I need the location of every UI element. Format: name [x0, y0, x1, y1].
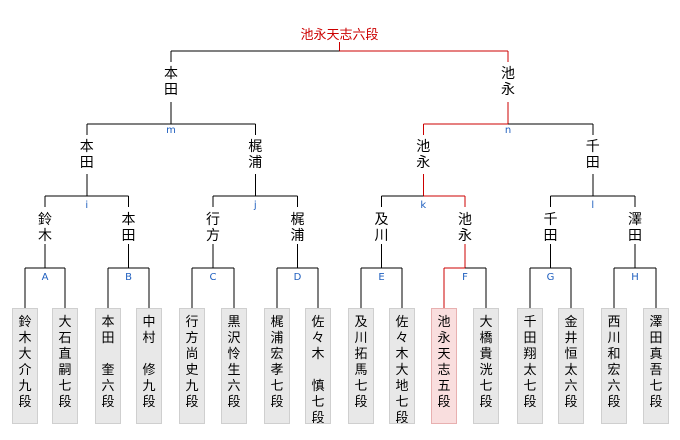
player-box: 池 永 天 志 五 段: [431, 308, 457, 424]
match-label-E: E: [378, 272, 385, 283]
champion-name: 池永天志六段: [300, 28, 379, 43]
player-box: 梶 浦 宏 孝 七 段: [264, 308, 290, 424]
semi-player-right: 梶 浦: [248, 139, 263, 171]
quarter-player-left: 及 川: [374, 212, 389, 244]
quarter-player-left: 鈴 木: [38, 212, 52, 244]
match-label-B: B: [125, 272, 132, 283]
match-label-D: D: [293, 272, 302, 283]
quarter-player-right: 本 田: [121, 212, 136, 244]
match-label-F: F: [462, 272, 468, 283]
match-label-C: C: [209, 272, 217, 283]
player-box: 及 川 拓 馬 七 段: [348, 308, 374, 424]
player-box: 西 川 和 宏 六 段: [601, 308, 627, 424]
match-label-A: A: [41, 272, 49, 283]
player-box: 佐 々 木 慎 七 段: [305, 308, 331, 426]
match-label-G: G: [546, 272, 555, 283]
semi-player-right: 千 田: [585, 139, 600, 171]
player-box: 本 田 奎 六 段: [95, 308, 121, 424]
match-label-H: H: [631, 272, 639, 283]
semi-player-left: 池 永: [416, 139, 431, 171]
match-label-k: k: [420, 200, 427, 211]
quarter-player-right: 澤 田: [628, 212, 642, 244]
player-box: 鈴 木 大 介 九 段: [12, 308, 38, 424]
final-player-left: 本 田: [164, 66, 178, 98]
final-player-right: 池 永: [501, 66, 515, 98]
player-box: 行 方 尚 史 九 段: [179, 308, 205, 424]
player-box: 澤 田 真 吾 七 段: [643, 308, 669, 424]
quarter-player-right: 梶 浦: [290, 212, 305, 244]
match-label-i: i: [85, 200, 89, 211]
player-box: 千 田 翔 太 七 段: [517, 308, 543, 424]
match-label-n: n: [504, 125, 512, 136]
player-box: 大 石 直 嗣 七 段: [52, 308, 78, 424]
player-box: 佐 々 木 大 地 七 段: [389, 308, 415, 426]
quarter-player-right: 池 永: [458, 212, 472, 244]
match-label-l: l: [591, 200, 595, 211]
quarter-player-left: 千 田: [543, 212, 558, 244]
player-box: 大 橋 貴 洸 七 段: [473, 308, 499, 424]
match-label-j: j: [253, 200, 257, 211]
quarter-player-left: 行 方: [206, 212, 220, 244]
player-box: 黒 沢 怜 生 六 段: [221, 308, 247, 424]
player-box: 中 村 修 九 段: [136, 308, 162, 424]
match-label-m: m: [166, 125, 176, 136]
semi-player-left: 本 田: [79, 139, 94, 171]
player-box: 金 井 恒 太 六 段: [558, 308, 584, 424]
